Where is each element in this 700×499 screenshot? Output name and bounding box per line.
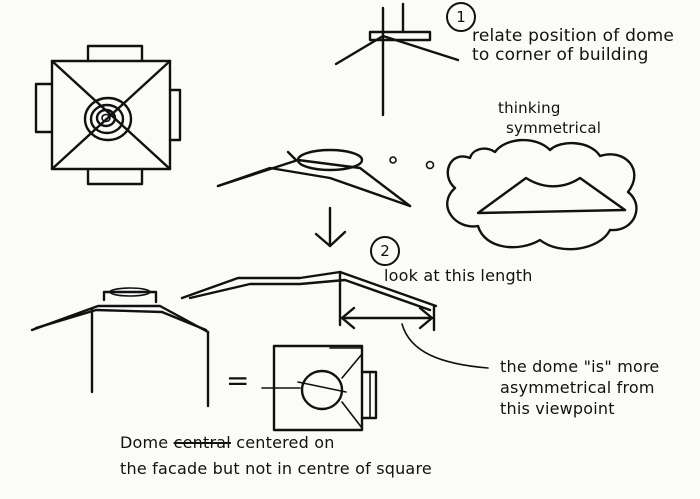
asym-line-1: the dome "is" more: [500, 357, 660, 376]
plan-view-square: [34, 44, 182, 186]
corner-sketch: [334, 2, 460, 117]
note-number-2: 2: [370, 236, 400, 266]
caption-struck-word: central: [173, 433, 231, 452]
note-1-line-2: to corner of building: [472, 45, 649, 65]
caption: Dome central centered on the facade but …: [120, 430, 432, 482]
plan-sketch-offset: [261, 344, 378, 432]
equals-sign: =: [226, 364, 250, 397]
thought-bubbles: [389, 138, 638, 251]
building-elevation: [30, 287, 210, 408]
roof-sketch-middle: [216, 148, 412, 208]
thought-line-2: symmetrical: [506, 119, 602, 137]
thought-line-1: thinking: [498, 99, 561, 117]
roof-sketch-lower: [180, 270, 438, 332]
caption-line-2: the facade but not in centre of square: [120, 459, 432, 478]
note-2-line-1: look at this length: [384, 266, 533, 285]
note-1-line-1: relate position of dome: [472, 26, 675, 46]
asym-line-2: asymmetrical from: [500, 378, 655, 397]
asymmetry-note: the dome "is" more asymmetrical from thi…: [500, 356, 659, 419]
caption-line-1: Dome central centered on: [120, 430, 432, 456]
caption-rest: centered on: [236, 433, 335, 452]
caption-word-dome: Dome: [120, 433, 169, 452]
down-arrow: [314, 206, 347, 248]
thought-text: thinking symmetrical: [498, 98, 601, 138]
asym-line-3: this viewpoint: [500, 399, 615, 418]
note-1-text: relate position of dome to corner of bui…: [472, 27, 674, 65]
note-number-1: 1: [446, 2, 476, 32]
note-2-text: look at this length: [384, 266, 533, 285]
pointer-line: [401, 323, 489, 369]
